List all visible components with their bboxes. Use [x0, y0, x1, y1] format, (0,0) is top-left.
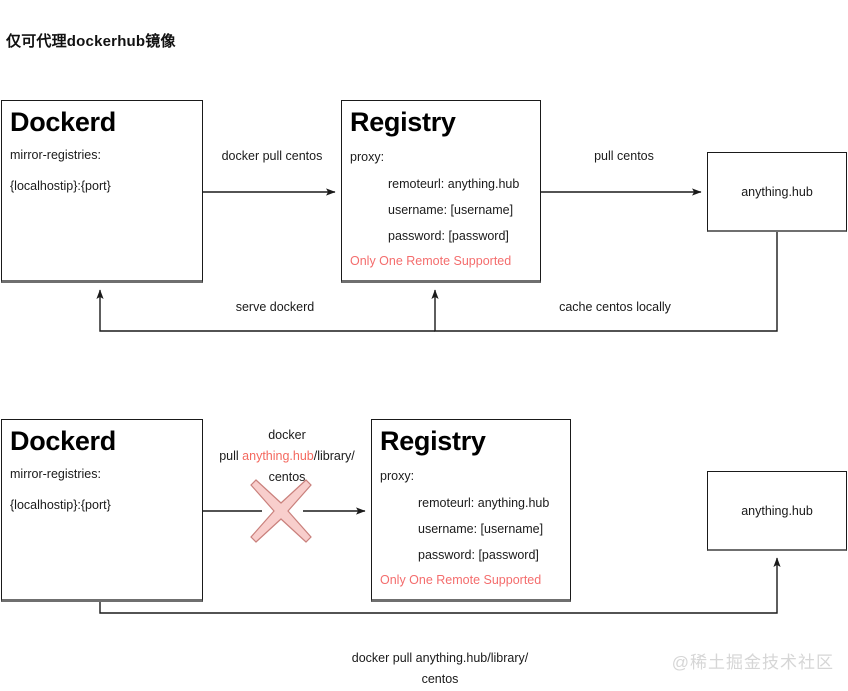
row1-dockerd-title: Dockerd	[10, 107, 116, 137]
row1-dockerd-node: Dockerd mirror-registries: {localhostip}…	[1, 100, 203, 283]
row2-blocked-line-3: centos	[268, 470, 306, 484]
row1-registry-line-2: remoteurl: anything.hub	[388, 177, 520, 191]
row1-edge-label-docker-pull-centos: docker pull centos	[221, 149, 323, 163]
row2-remote-node: anything.hub	[707, 471, 847, 551]
row1-dockerd-line-2: {localhostip}:{port}	[10, 179, 111, 193]
row2-remote-label: anything.hub	[741, 503, 813, 518]
row2-blocked-line-1: docker	[268, 428, 306, 442]
row2-registry-line-1: proxy:	[380, 469, 415, 483]
row2-dockerd-line-2: {localhostip}:{port}	[10, 498, 111, 512]
row1-edge-label-pull-centos: pull centos	[594, 149, 654, 163]
row1-registry-title: Registry	[350, 107, 456, 137]
watermark: @稀土掘金技术社区	[671, 653, 834, 672]
row1-remote-node: anything.hub	[707, 152, 847, 232]
row2-registry-title: Registry	[380, 426, 486, 456]
row2-edge-label-bottom-pull: docker pull anything.hub/library/ centos	[280, 648, 600, 690]
row2-registry-warning: Only One Remote Supported	[380, 573, 542, 587]
row1-edge-label-cache-centos: cache centos locally	[559, 300, 671, 314]
row1-edge-label-serve-dockerd: serve dockerd	[235, 300, 315, 314]
page-title: 仅可代理dockerhub镜像	[6, 33, 176, 50]
row2-bottom-line-2: centos	[421, 672, 459, 686]
row1-registry-line-3: username: [username]	[388, 203, 514, 217]
row2-blocked-suffix: /library/	[313, 449, 355, 463]
x-cross-icon	[250, 479, 312, 543]
row2-registry-line-4: password: [password]	[418, 548, 539, 562]
row2-dockerd-title: Dockerd	[10, 426, 116, 456]
row1-registry-line-1: proxy:	[350, 150, 385, 164]
row2-blocked-prefix: pull	[219, 449, 243, 463]
row1-remote-label: anything.hub	[741, 184, 813, 199]
row2-edge-label-blocked-pull: docker pull anything.hub/library/ centos	[203, 425, 371, 488]
row2-registry-line-2: remoteurl: anything.hub	[418, 496, 550, 510]
row1-registry-warning: Only One Remote Supported	[350, 254, 512, 268]
row2-dockerd-node: Dockerd mirror-registries: {localhostip}…	[1, 419, 203, 602]
row1-dockerd-line-1: mirror-registries:	[10, 148, 101, 162]
row2-bottom-line-1: docker pull anything.hub/library/	[351, 651, 529, 665]
row2-blocked-line-2: pull anything.hub/library/	[203, 446, 371, 467]
row2-blocked-highlight: anything.hub	[242, 449, 314, 463]
row2-registry-line-3: username: [username]	[418, 522, 544, 536]
row2-registry-node: Registry proxy: remoteurl: anything.hub …	[371, 419, 571, 602]
row1-registry-line-4: password: [password]	[388, 229, 509, 243]
row1-registry-node: Registry proxy: remoteurl: anything.hub …	[341, 100, 541, 283]
row2-dockerd-line-1: mirror-registries:	[10, 467, 101, 481]
